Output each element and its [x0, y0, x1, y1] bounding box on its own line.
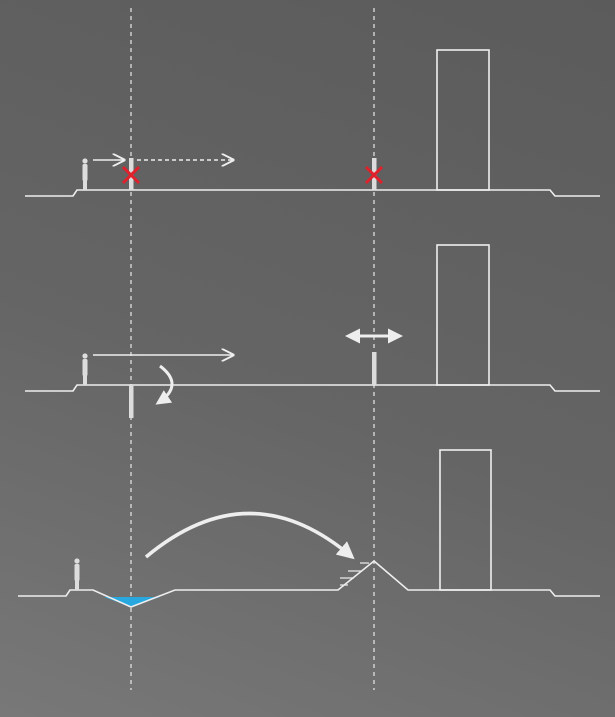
building [436, 244, 490, 386]
person-icon [74, 558, 80, 590]
retracted-barrier [129, 385, 134, 418]
ground-line [18, 559, 600, 608]
panel-movable [25, 244, 600, 418]
panel-blocked [25, 49, 600, 197]
blocked-x-icon [364, 165, 384, 185]
person-icon [82, 158, 88, 190]
water [104, 597, 160, 607]
building [439, 449, 492, 591]
blocked-x-icon [121, 165, 141, 185]
sliding-barrier [372, 352, 377, 385]
steps [340, 562, 369, 586]
building [436, 49, 490, 191]
ground-line [25, 384, 600, 392]
ground-line [25, 189, 600, 197]
panel-ditch-berm [18, 449, 600, 608]
relocation-arc-arrow-icon [144, 511, 355, 560]
rotate-down-arrow-icon [155, 364, 174, 405]
person-icon [82, 353, 88, 385]
